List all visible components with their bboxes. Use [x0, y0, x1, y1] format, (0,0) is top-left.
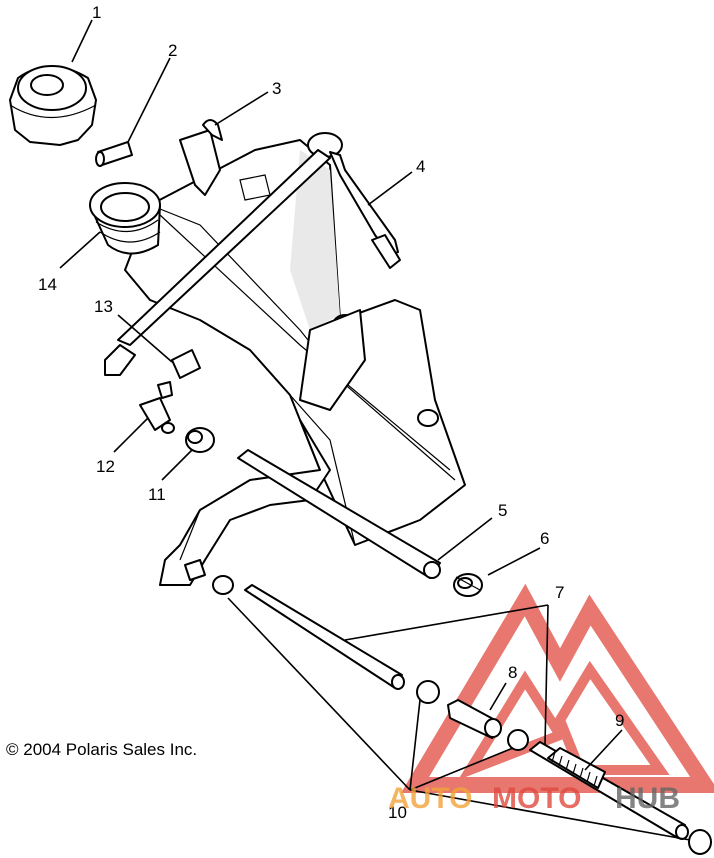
clamp-11 [185, 427, 215, 453]
callout-2: 2 [168, 41, 177, 60]
filter [447, 699, 502, 739]
watermark-hub: HUB [615, 782, 680, 815]
callout-7: 7 [555, 583, 564, 602]
callout-3: 3 [272, 79, 281, 98]
clamp-10-b [507, 729, 529, 751]
clamp-10-a [416, 680, 440, 704]
leader-lines [59, 19, 691, 841]
hose-7 [244, 584, 405, 690]
watermark-moto: MOTO [492, 782, 581, 815]
clamp-6 [453, 573, 483, 597]
watermark-wordmark: AUTO MOTO HUB [388, 782, 680, 815]
callout-1: 1 [92, 3, 101, 22]
callouts: 1 2 3 4 5 6 7 8 9 10 11 12 13 14 [38, 3, 624, 822]
clip [202, 119, 223, 141]
fitting [139, 381, 175, 434]
callout-13: 13 [94, 297, 113, 316]
callout-10: 10 [388, 803, 407, 822]
watermark-auto: AUTO [388, 782, 472, 815]
pin [95, 141, 133, 167]
callout-9: 9 [615, 711, 624, 730]
callout-6: 6 [540, 529, 549, 548]
dipstick [104, 132, 401, 376]
callout-8: 8 [508, 663, 517, 682]
copyright-notice: © 2004 Polaris Sales Inc. [6, 740, 198, 759]
clamp-10-c [688, 829, 712, 855]
callout-12: 12 [96, 457, 115, 476]
grommet [171, 349, 201, 379]
callout-11: 11 [148, 485, 166, 504]
callout-4: 4 [416, 157, 425, 176]
callout-14: 14 [38, 275, 57, 294]
hose-5 [237, 449, 441, 579]
tank-cap [9, 65, 97, 146]
bracket-fitting [184, 559, 234, 595]
filler-neck [89, 182, 161, 255]
callout-5: 5 [498, 501, 507, 520]
hose-9 [529, 741, 689, 840]
oil-tank [124, 129, 466, 586]
